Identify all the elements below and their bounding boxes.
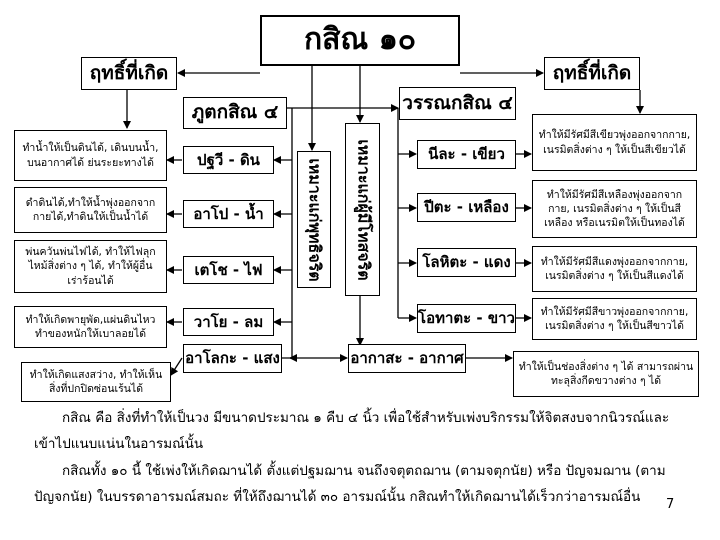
right-vertical-box: เหมาะแก่ผู้มีโทสจริต	[345, 123, 380, 296]
page-number: 7	[666, 497, 675, 512]
item-vayo: วาโย - ลม	[183, 308, 274, 336]
left-vertical-box: เหมาะแก่พุทธิจริต	[297, 151, 331, 288]
left-header: ฤทธิ์ที่เกิด	[81, 57, 177, 90]
right-group-title: วรรณกสิณ ๔	[399, 87, 516, 120]
desc-tejo: พ่นควันพ่นไฟได้, ทำให้ไฟลุกไหม้สิ่งต่าง …	[14, 240, 167, 293]
item-akasa: อากาสะ - อากาศ	[348, 344, 466, 373]
desc-aloka: ทำให้เกิดแสงสว่าง, ทำให้เห็นสิ่งที่ปกปิด…	[21, 362, 171, 402]
left-group-title: ภูตกสิณ ๔	[183, 97, 287, 129]
desc-pita: ทำให้มีรัศมีสีเหลืองพุ่งออกจากกาย, เนรมิ…	[532, 180, 697, 238]
desc-vayo: ทำให้เกิดพายุพัด,แผ่นดินไหว ทำของหนักให้…	[14, 306, 167, 348]
desc-akasa: ทำให้เป็นช่องสิ่งต่าง ๆ ได้ สามารถผ่านทะ…	[513, 351, 699, 397]
item-aloka: อาโลกะ - แสง	[183, 344, 282, 373]
desc-pathavi: ทำน้ำให้เป็นดินได้, เดินบนน้ำ, บนอากาศได…	[14, 130, 167, 181]
right-header: ฤทธิ์ที่เกิด	[544, 57, 640, 90]
desc-lohita: ทำให้มีรัศมีสีแดงพุ่งออกจากกาย, เนรมิตสิ…	[532, 246, 697, 292]
item-nila: นีละ - เขียว	[417, 140, 516, 169]
right-vertical-label: เหมาะแก่ผู้มีโทสจริต	[354, 138, 373, 281]
desc-odata: ทำให้มีรัศมีสีขาวพุ่งออกจากกาย, เนรมิตสิ…	[532, 298, 697, 340]
paragraph-jhana: กสิณทั้ง ๑๐ นี้ ใช้เพ่งให้เกิดฌานได้ ตั้…	[34, 463, 666, 505]
item-apo: อาโป - น้ำ	[183, 200, 274, 228]
item-tejo: เตโช - ไฟ	[183, 256, 274, 284]
item-pita: ปีตะ - เหลือง	[417, 193, 516, 222]
diagram-title: กสิณ ๑๐	[260, 15, 460, 66]
desc-apo: ดำดินได้,ทำให้น้ำพุ่งออกจากกายได้,ทำดินใ…	[14, 187, 167, 233]
left-vertical-label: เหมาะแก่พุทธิจริต	[305, 157, 325, 282]
item-odata: โอทาตะ - ขาว	[417, 304, 516, 333]
item-pathavi: ปฐวี - ดิน	[183, 146, 274, 174]
desc-nila: ทำให้มีรัศมีสีเขียวพุ่งออกจากกาย, เนรมิต…	[532, 114, 697, 171]
item-lohita: โลหิตะ - แดง	[417, 248, 516, 277]
paragraph-definition: กสิณ คือ สิ่งที่ทำให้เป็นวง มีขนาดประมาณ…	[34, 410, 670, 452]
